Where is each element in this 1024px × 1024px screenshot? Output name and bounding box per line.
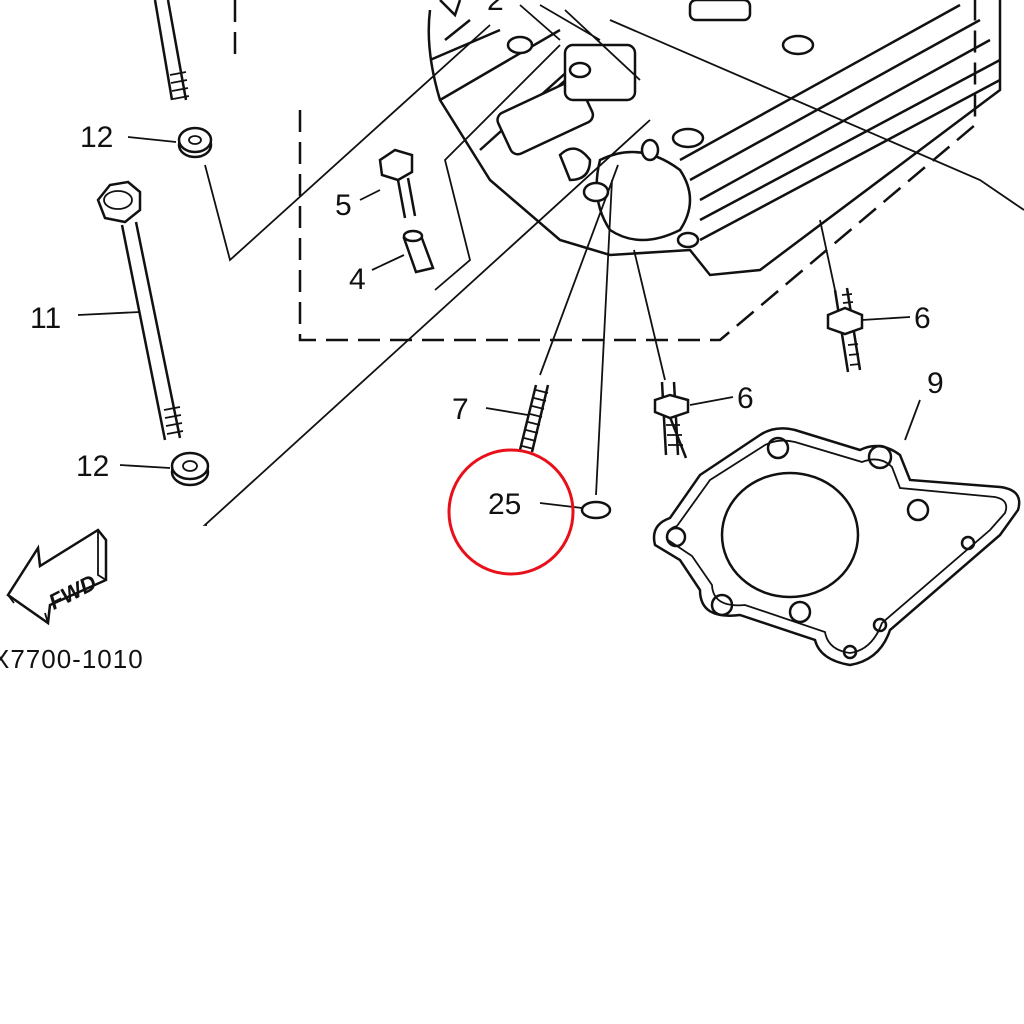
callout-11: 11 xyxy=(30,302,61,335)
callout-9: 9 xyxy=(927,367,944,400)
stud-bolt-top xyxy=(153,0,190,101)
callout-6-left: 6 xyxy=(737,382,754,415)
washer-12-top xyxy=(177,126,213,159)
bolt-11 xyxy=(96,180,184,441)
stud-6-right xyxy=(826,287,864,373)
cylinder-gasket-9 xyxy=(652,427,1021,667)
callout-5: 5 xyxy=(335,189,352,222)
fwd-arrow-icon: FWD xyxy=(6,528,108,626)
callout-6-right: 6 xyxy=(914,302,931,335)
cylinder-head xyxy=(427,0,1002,277)
callout-25: 25 xyxy=(488,488,521,521)
callout-2: 2 xyxy=(487,0,504,17)
callout-12-top: 12 xyxy=(80,121,113,154)
callout-4: 4 xyxy=(349,263,366,296)
washer-12-bottom xyxy=(170,451,210,487)
callout-7: 7 xyxy=(452,393,469,426)
bolt-5 xyxy=(378,148,417,219)
dowel-pin-25 xyxy=(580,500,612,520)
dowel-pin-4 xyxy=(402,229,435,274)
drawing-code: X7700-1010 xyxy=(0,644,144,674)
callout-12-bottom: 12 xyxy=(76,450,109,483)
stud-6-left xyxy=(653,381,690,459)
stud-7 xyxy=(518,384,550,453)
assembly-boundary xyxy=(233,0,977,342)
highlight-circle xyxy=(447,448,575,576)
